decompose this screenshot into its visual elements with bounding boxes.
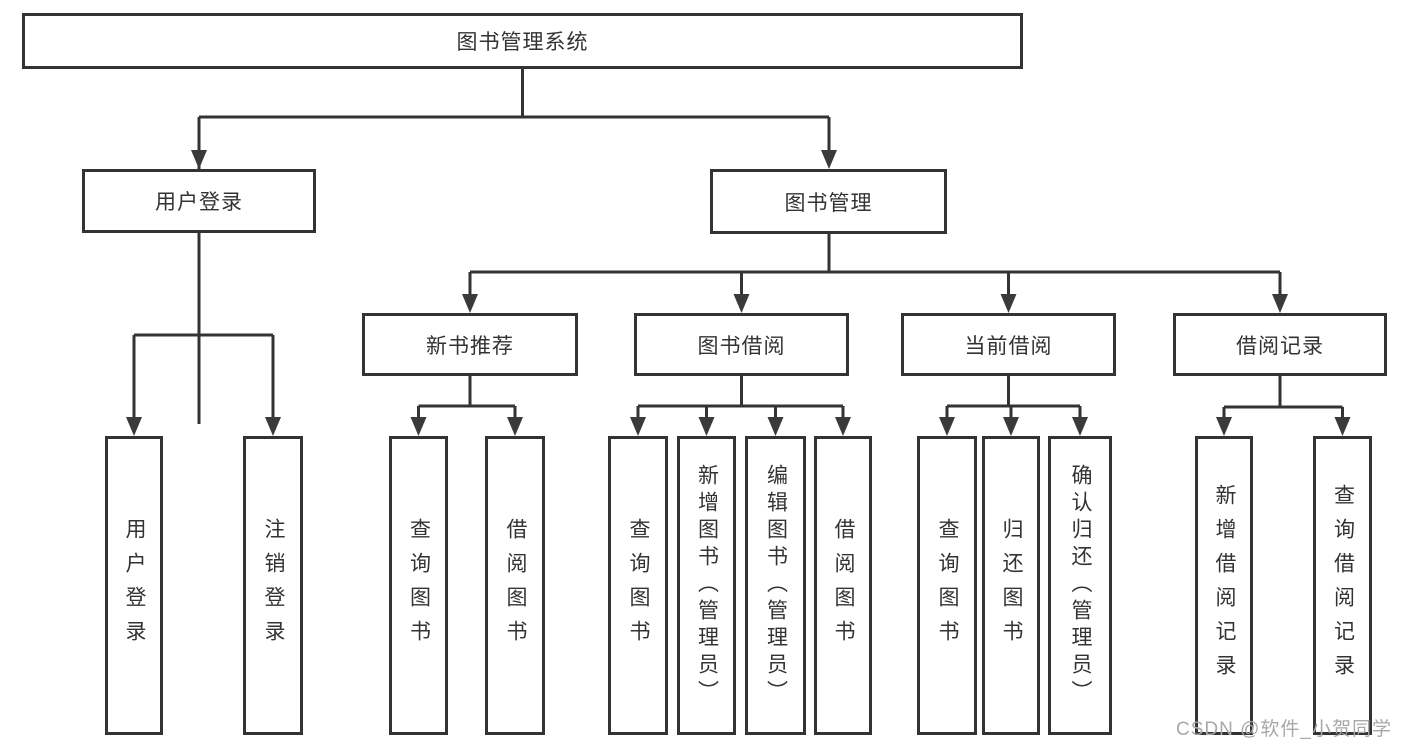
leaf-borrow-books-borrowing: 借阅图书 <box>814 436 872 735</box>
node-user-login: 用户登录 <box>82 169 316 233</box>
leaf-add-borrow-record: 新增借阅记录 <box>1195 436 1253 735</box>
arrowhead-icon <box>1003 417 1019 436</box>
node-book-management: 图书管理 <box>710 169 947 234</box>
arrowhead-icon <box>507 417 523 436</box>
arrowhead-icon <box>630 417 646 436</box>
node-new-book-recommend: 新书推荐 <box>362 313 578 376</box>
arrowhead-icon <box>821 150 837 169</box>
leaf-edit-book-admin: 编辑图书（管理员） <box>745 436 806 735</box>
node-current-borrowing: 当前借阅 <box>901 313 1116 376</box>
leaf-borrow-books-recommend: 借阅图书 <box>485 436 545 735</box>
arrowhead-icon <box>265 417 281 436</box>
arrowhead-icon <box>191 150 207 169</box>
arrowhead-icon <box>410 417 427 436</box>
arrowhead-icon <box>1272 294 1288 313</box>
leaf-logout: 注销登录 <box>243 436 303 735</box>
node-book-borrowing: 图书借阅 <box>634 313 849 376</box>
arrowhead-icon <box>939 417 955 436</box>
node-library-management-system: 图书管理系统 <box>22 13 1023 69</box>
arrowhead-icon <box>1000 294 1017 313</box>
csdn-watermark: CSDN @软件_小贺同学 <box>1176 719 1392 740</box>
leaf-return-book: 归还图书 <box>982 436 1040 735</box>
leaf-confirm-return-admin: 确认归还（管理员） <box>1048 436 1112 735</box>
arrowhead-icon <box>733 294 750 313</box>
arrowhead-icon <box>1334 417 1351 436</box>
leaf-query-borrow-record: 查询借阅记录 <box>1313 436 1372 735</box>
leaf-user-login: 用户登录 <box>105 436 163 735</box>
arrowhead-icon <box>1216 417 1232 436</box>
arrowhead-icon <box>835 417 851 436</box>
arrowhead-icon <box>462 294 478 313</box>
leaf-query-books-borrowing: 查询图书 <box>608 436 668 735</box>
arrowhead-icon <box>767 417 784 436</box>
leaf-query-books-current: 查询图书 <box>917 436 977 735</box>
node-borrow-records: 借阅记录 <box>1173 313 1387 376</box>
arrowhead-icon <box>126 417 142 436</box>
leaf-query-books-recommend: 查询图书 <box>389 436 448 735</box>
arrowhead-icon <box>698 417 715 436</box>
arrowhead-icon <box>1072 417 1088 436</box>
leaf-add-book-admin: 新增图书（管理员） <box>677 436 736 735</box>
